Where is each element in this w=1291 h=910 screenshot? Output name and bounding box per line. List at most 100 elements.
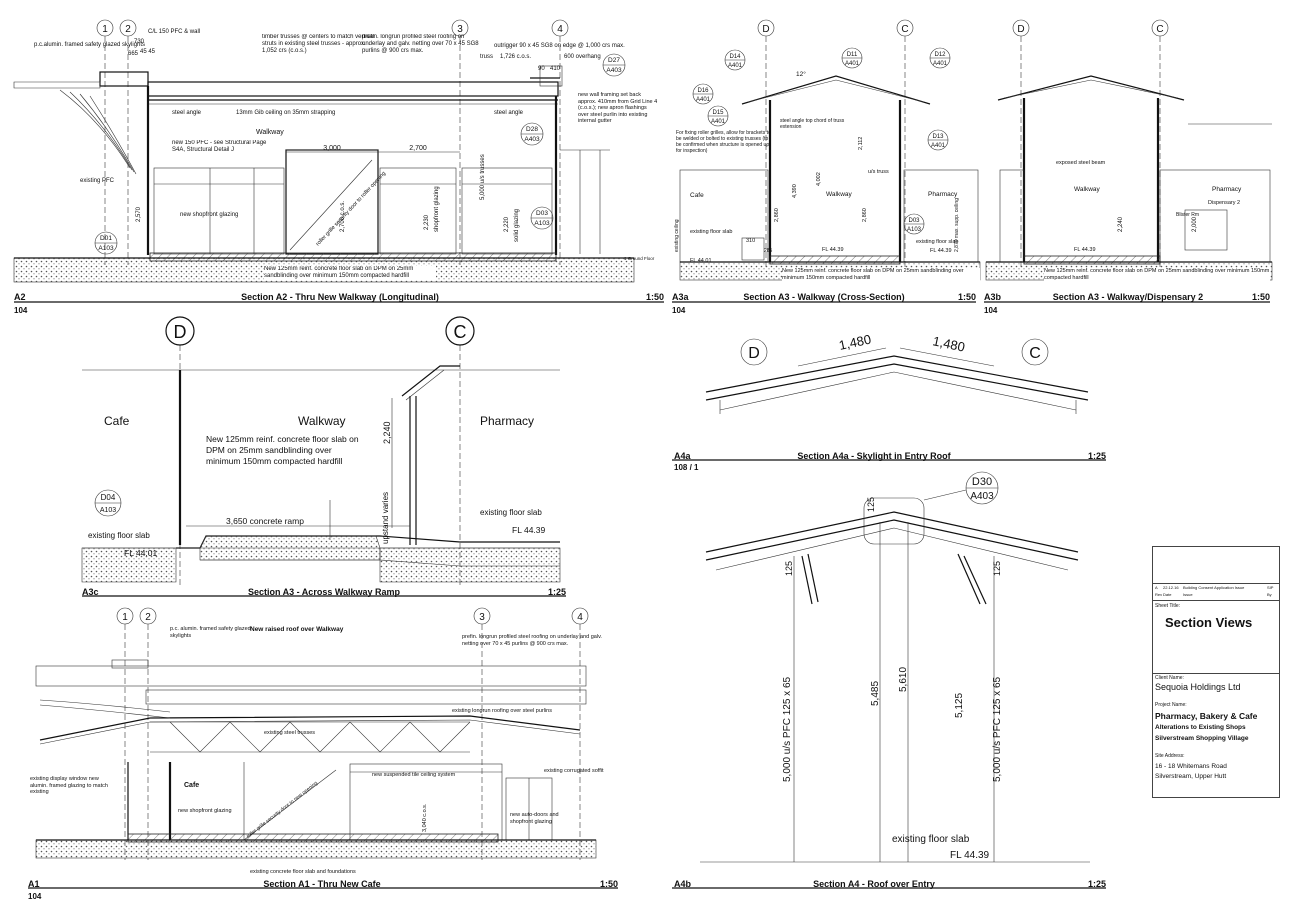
a1-note-display: existing display window new alumin. fram… [30, 776, 108, 795]
a3c-dim-ramp: 3,650 concrete ramp [226, 516, 304, 526]
a3a-d03-sheet: A103 [907, 227, 922, 233]
a1-grid-1: 1 [122, 612, 128, 623]
a2-note-wallframing: new wall framing set back approx. 410mm … [578, 92, 658, 124]
a4a-scale: 1:25 [1088, 451, 1106, 461]
project-name-1: Pharmacy, Bakery & Cafe [1155, 711, 1258, 721]
a2-dim-2700: 2,700 [409, 145, 427, 152]
sheet-title: Section Views [1165, 615, 1253, 630]
a3a-dim-2860: 2,860 [774, 208, 780, 222]
a2-dim-2700cos: 2,700 c.o.s. [340, 201, 346, 232]
a3a-dim-2870: 2,870 max. supp. ceiling [954, 198, 960, 252]
a1-note-exroofing: existing longrun roofing over steel purl… [452, 708, 552, 714]
a2-d03-sheet: A103 [534, 220, 550, 227]
a4b-dim-125b: 125 [784, 561, 794, 576]
a4b-dim-pfc2: 5,000 u/s PFC 125 x 65 [992, 676, 1003, 782]
rev-header-by: By [1267, 592, 1272, 597]
a2-d27-number: D27 [608, 57, 620, 64]
a3a-note-existing-ceiling: existing ceiling [674, 219, 680, 252]
a3b-grid-d: D [1017, 24, 1024, 35]
a3a-title: Section A3 - Walkway (Cross-Section) [743, 292, 904, 302]
a3a-callouts: D14 A401 D11 A401 D12 A401 D16 A401 D15 … [692, 47, 951, 235]
a3b-dim-2000: 2,000 [1192, 216, 1198, 232]
a2-note-truss: truss [480, 54, 493, 60]
a2-note-new150: new 150 PFC - see Structural Page S4A, S… [172, 140, 267, 153]
a4b-dim-5485: 5,485 [870, 681, 881, 706]
a4b-title: Section A4 - Roof over Entry [813, 879, 935, 889]
a3c-grid-c: C [454, 322, 467, 342]
a2-note-existing-pfc: existing PFC [80, 178, 115, 184]
a3b-sheet: 104 [984, 306, 998, 315]
a3a-grid-d: D [762, 24, 769, 35]
a2-label-walkway: Walkway [256, 129, 284, 136]
a1-grid-3: 3 [479, 612, 485, 623]
a3c-label-cafe: Cafe [104, 414, 130, 428]
a4a-dim-1480b: 1,480 [931, 333, 966, 354]
a3b-label-disp: Dispensary 2 [1208, 200, 1240, 206]
a3a-d12-sheet: A401 [933, 61, 948, 67]
grid-bubble-2: 2 [125, 24, 131, 35]
a1-note-trusses: existing steel trusses [264, 730, 315, 736]
a3a-note-12deg: 12° [796, 70, 806, 78]
a3a-d15-number: D15 [712, 110, 724, 116]
a3c-note-upstand: upstand varies [381, 492, 390, 544]
a4b-d30-number: D30 [972, 476, 992, 488]
a3a-scale: 1:50 [958, 292, 976, 302]
a3b-grid-c: C [1156, 24, 1163, 35]
client-label: Client Name: [1155, 675, 1184, 681]
a4b-dim-pfc1: 5,000 u/s PFC 125 x 65 [782, 676, 793, 782]
site-address-1: 16 - 18 Whitemans Road [1155, 763, 1227, 770]
a2-note-trusses: timber trusses @ centers to match vertic… [262, 34, 375, 54]
a3a-label-pharmacy: Pharmacy [928, 191, 958, 198]
a2-code: A2 [14, 292, 26, 302]
rev-date: 22.12.16 [1163, 585, 1179, 590]
a2-note-slab: New 125mm reinf. concrete floor slab on … [264, 266, 436, 280]
a2-note-1726: 1,726 c.o.s. [500, 54, 531, 60]
client-name: Sequoia Holdings Ltd [1155, 682, 1241, 692]
a3c-fl-2: FL 44.39 [512, 525, 546, 535]
a4a-dim-1480a: 1,480 [838, 331, 873, 352]
a3c-d04-number: D04 [101, 493, 116, 502]
a3a-d11-sheet: A401 [845, 61, 860, 67]
sheet-title-label: Sheet Title: [1155, 603, 1181, 609]
a3a-roof [741, 75, 931, 105]
a3a-d16-sheet: A401 [696, 97, 711, 103]
grid-bubble-3: 3 [457, 24, 463, 35]
a3c-note-exslab1: existing floor slab [88, 531, 150, 540]
a2-note-shopfront: shopfront glazing [434, 186, 440, 232]
a2-grid: 1 2 3 4 [96, 19, 569, 265]
rev-by: SIP [1267, 585, 1274, 590]
a4a-grid-d: D [748, 345, 760, 362]
a4b-fl: FL 44.39 [950, 850, 990, 861]
a2-slab [149, 252, 557, 262]
a3a-d12-number: D12 [934, 52, 946, 58]
a4b-dim-5610: 5,610 [898, 667, 909, 692]
a3a-label-cafe: Cafe [690, 192, 704, 199]
a3b-label-blister: Blister Rm [1176, 212, 1199, 218]
a2-dim-3000: 3,000 [323, 145, 341, 152]
a3a-fl-3: FL 44.39 [930, 248, 952, 254]
site-address-2: Silverstream, Upper Hutt [1155, 773, 1227, 780]
a2-d01-number: D01 [100, 235, 112, 242]
a2-note-410: 410 [550, 66, 561, 72]
a1-note-skylight: p.c. alumin. framed safety glazed skylig… [170, 626, 251, 639]
site-label: Site Address: [1155, 753, 1185, 759]
a3a-dim-2112: 2,112 [858, 137, 864, 150]
a3a-dim-285: 285 [764, 248, 773, 254]
section-a3b: D C exposed steel beam Walkway Pharmacy … [984, 19, 1273, 315]
section-a4a: D C 1,480 1,480 A4a 108 / 1 Section A4a … [672, 331, 1106, 472]
rev-header-rev: Rev [1155, 592, 1163, 597]
a4b-dim-125c: 125 [992, 561, 1002, 576]
section-a1: 1 2 3 4 p.c. alumin. framed safety glaze… [28, 607, 618, 901]
a3a-d14-number: D14 [729, 54, 741, 60]
a3c-code: A3c [82, 587, 99, 597]
a3b-fl: FL 44.39 [1074, 247, 1096, 253]
a2-sheet: 104 [14, 306, 28, 315]
grid-bubble-4: 4 [557, 24, 563, 35]
a3a-d14-sheet: A401 [728, 63, 743, 69]
a4b-code: A4b [674, 879, 692, 889]
a2-note-solid: solid glazing [514, 209, 520, 242]
a3b-note-beam: exposed steel beam [1056, 160, 1106, 166]
a2-d28-sheet: A403 [524, 136, 540, 143]
a2-note-outrigger: outrigger 90 x 45 SG8 on edge @ 1,000 cr… [494, 43, 625, 49]
title-block: A 22.12.16 Building Consent Application … [1152, 546, 1280, 798]
